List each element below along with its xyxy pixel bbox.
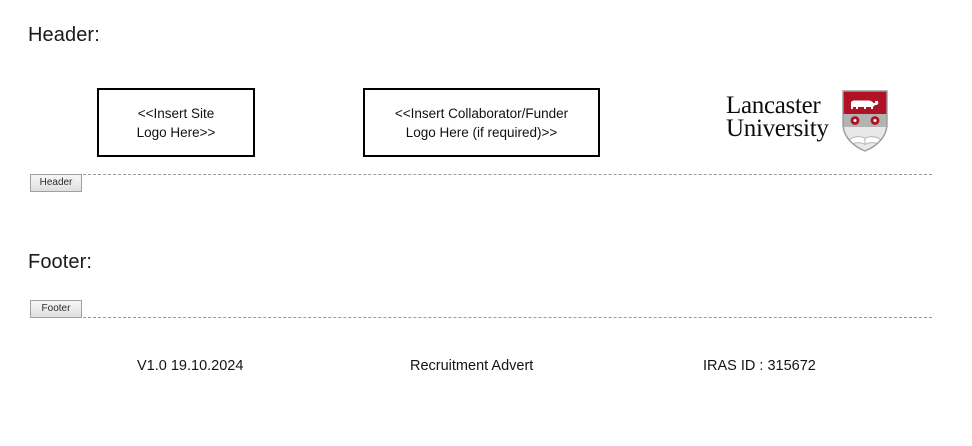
footer-section-tab[interactable]: Footer (30, 300, 82, 318)
collaborator-funder-logo-placeholder-box[interactable]: <<Insert Collaborator/Funder Logo Here (… (363, 88, 600, 157)
lancaster-university-logo: Lancaster University (726, 90, 888, 156)
collaborator-logo-placeholder-line-1: <<Insert Collaborator/Funder (394, 105, 569, 121)
lancaster-wordmark-line-2: University (726, 115, 829, 142)
site-logo-placeholder-text: <<Insert Site Logo Here>> (137, 104, 216, 142)
header-section-marker: Header (0, 170, 972, 196)
footer-section-marker: Footer (0, 298, 972, 324)
collaborator-logo-placeholder-line-2: Logo Here (if required)>> (405, 124, 558, 140)
site-logo-placeholder-line-2: Logo Here>> (136, 124, 216, 140)
lancaster-university-wordmark: Lancaster University (726, 92, 829, 142)
lancaster-university-crest-icon (842, 90, 888, 152)
header-section-dashed-rule (83, 174, 932, 175)
footer-version-text: V1.0 19.10.2024 (137, 358, 244, 374)
footer-content-row: V1.0 19.10.2024 Recruitment Advert IRAS … (0, 355, 972, 379)
footer-section-title: Footer: (28, 251, 93, 273)
collaborator-logo-placeholder-text: <<Insert Collaborator/Funder Logo Here (… (395, 104, 568, 142)
site-logo-placeholder-box[interactable]: <<Insert Site Logo Here>> (97, 88, 255, 157)
header-section-title: Header: (28, 24, 100, 46)
footer-document-title-text: Recruitment Advert (410, 358, 534, 374)
footer-iras-id-text: IRAS ID : 315672 (703, 358, 816, 374)
footer-section-dashed-rule (83, 317, 932, 318)
header-section-tab[interactable]: Header (30, 174, 82, 192)
lancaster-wordmark-line-1: Lancaster (726, 92, 821, 119)
site-logo-placeholder-line-1: <<Insert Site (137, 105, 215, 121)
